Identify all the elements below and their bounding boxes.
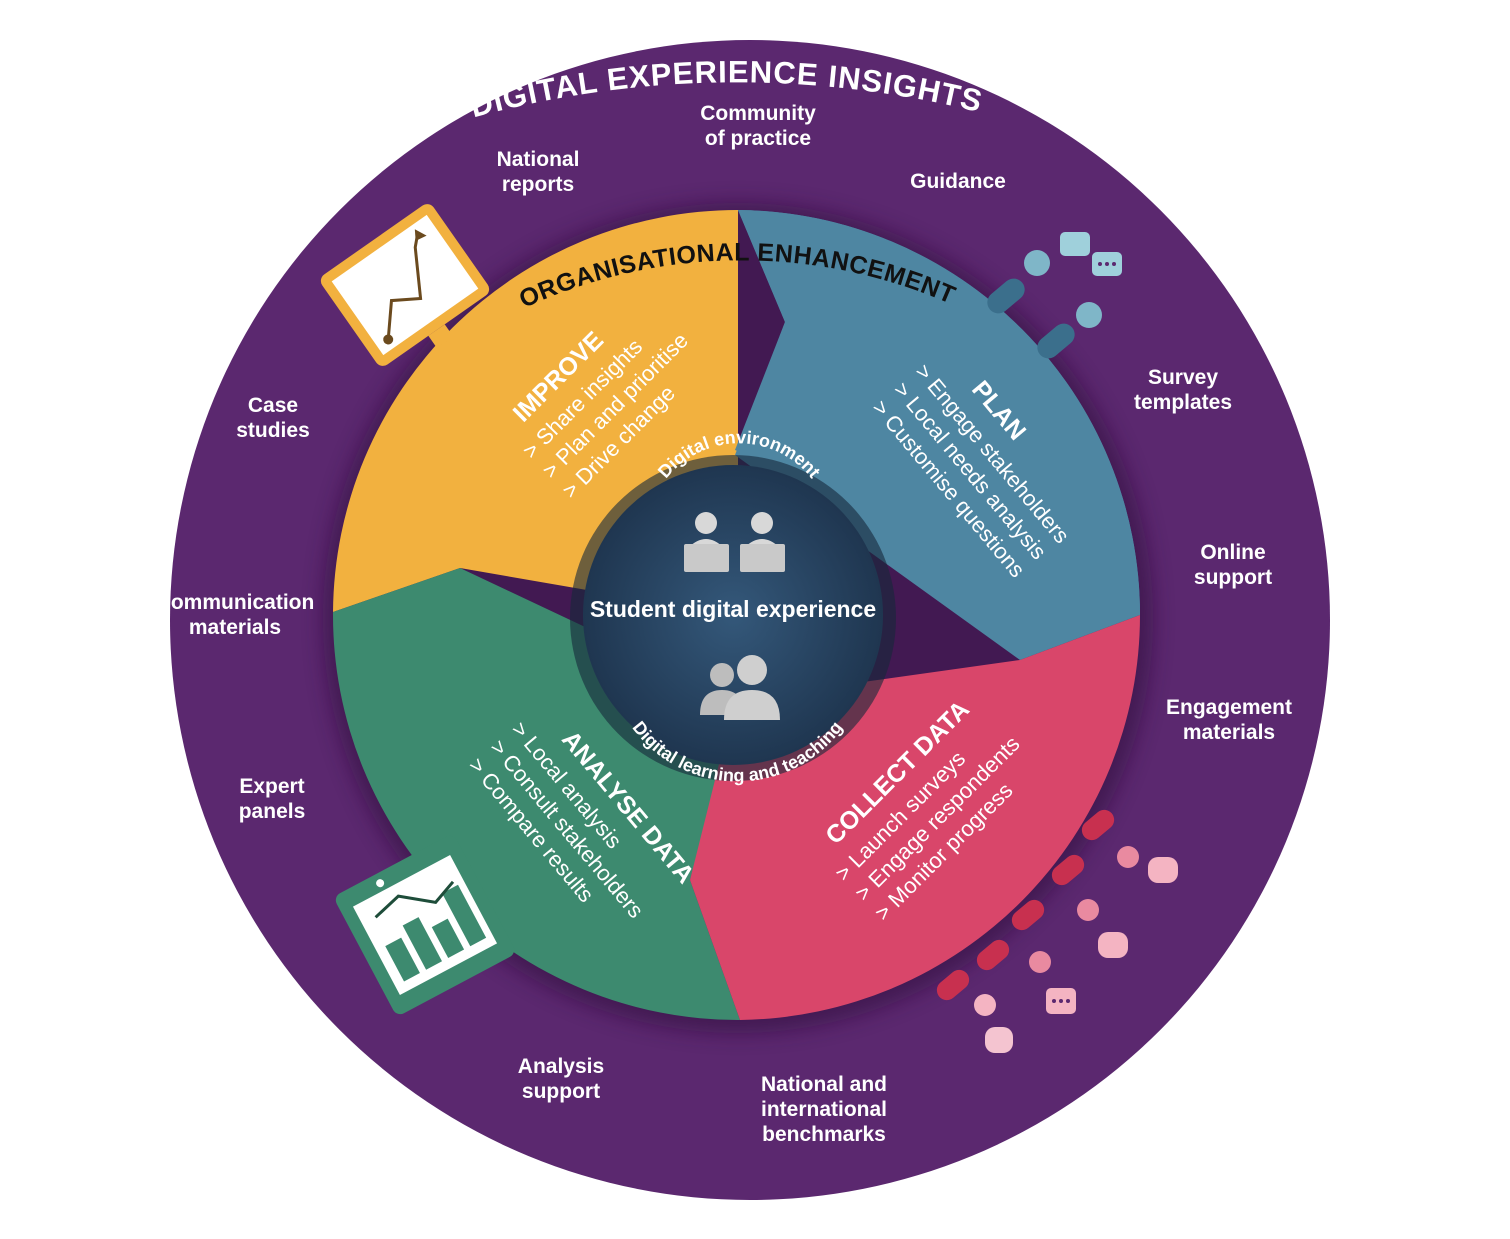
outer-label-line: National	[497, 148, 580, 171]
outer-label-line: support	[1194, 566, 1272, 589]
outer-label-line: Survey	[1148, 366, 1218, 389]
outer-label-line: of practice	[705, 127, 811, 150]
outer-label-line: materials	[1183, 721, 1275, 744]
outer-label-line: studies	[236, 419, 310, 442]
outer-label-line: Community	[700, 102, 816, 125]
outer-label-line: materials	[189, 616, 281, 639]
students-with-laptops-icon	[684, 512, 785, 572]
line-chart-monitor-icon	[320, 204, 490, 366]
plan-people-bubbles-icon	[987, 232, 1122, 359]
outer-label-line: panels	[239, 800, 306, 823]
segment-plan-body	[735, 210, 1141, 660]
outer-label-guidance: Guidance	[910, 170, 1006, 193]
outer-label-line: international	[761, 1098, 887, 1121]
outer-label-line: Analysis	[518, 1055, 604, 1078]
outer-label-line: benchmarks	[762, 1123, 886, 1146]
outer-label-line: reports	[502, 173, 574, 196]
bar-chart-tablet-icon	[335, 835, 515, 1015]
outer-label-line: Communication	[156, 591, 315, 614]
outer-label-line: support	[522, 1080, 600, 1103]
outer-label-line: Expert	[239, 775, 304, 798]
teachers-icon	[700, 655, 780, 720]
outer-label-line: Online	[1200, 541, 1265, 564]
core-disc	[583, 465, 883, 765]
outer-label-line: National and	[761, 1073, 887, 1096]
collect-people-bubbles-icon	[936, 809, 1178, 1053]
outer-label-line: Case	[248, 394, 298, 417]
outer-label-line: Engagement	[1166, 696, 1292, 719]
core-center-label: Student digital experience	[590, 596, 876, 622]
outer-label-line: templates	[1134, 391, 1232, 414]
outer-label-line: Guidance	[910, 170, 1006, 193]
